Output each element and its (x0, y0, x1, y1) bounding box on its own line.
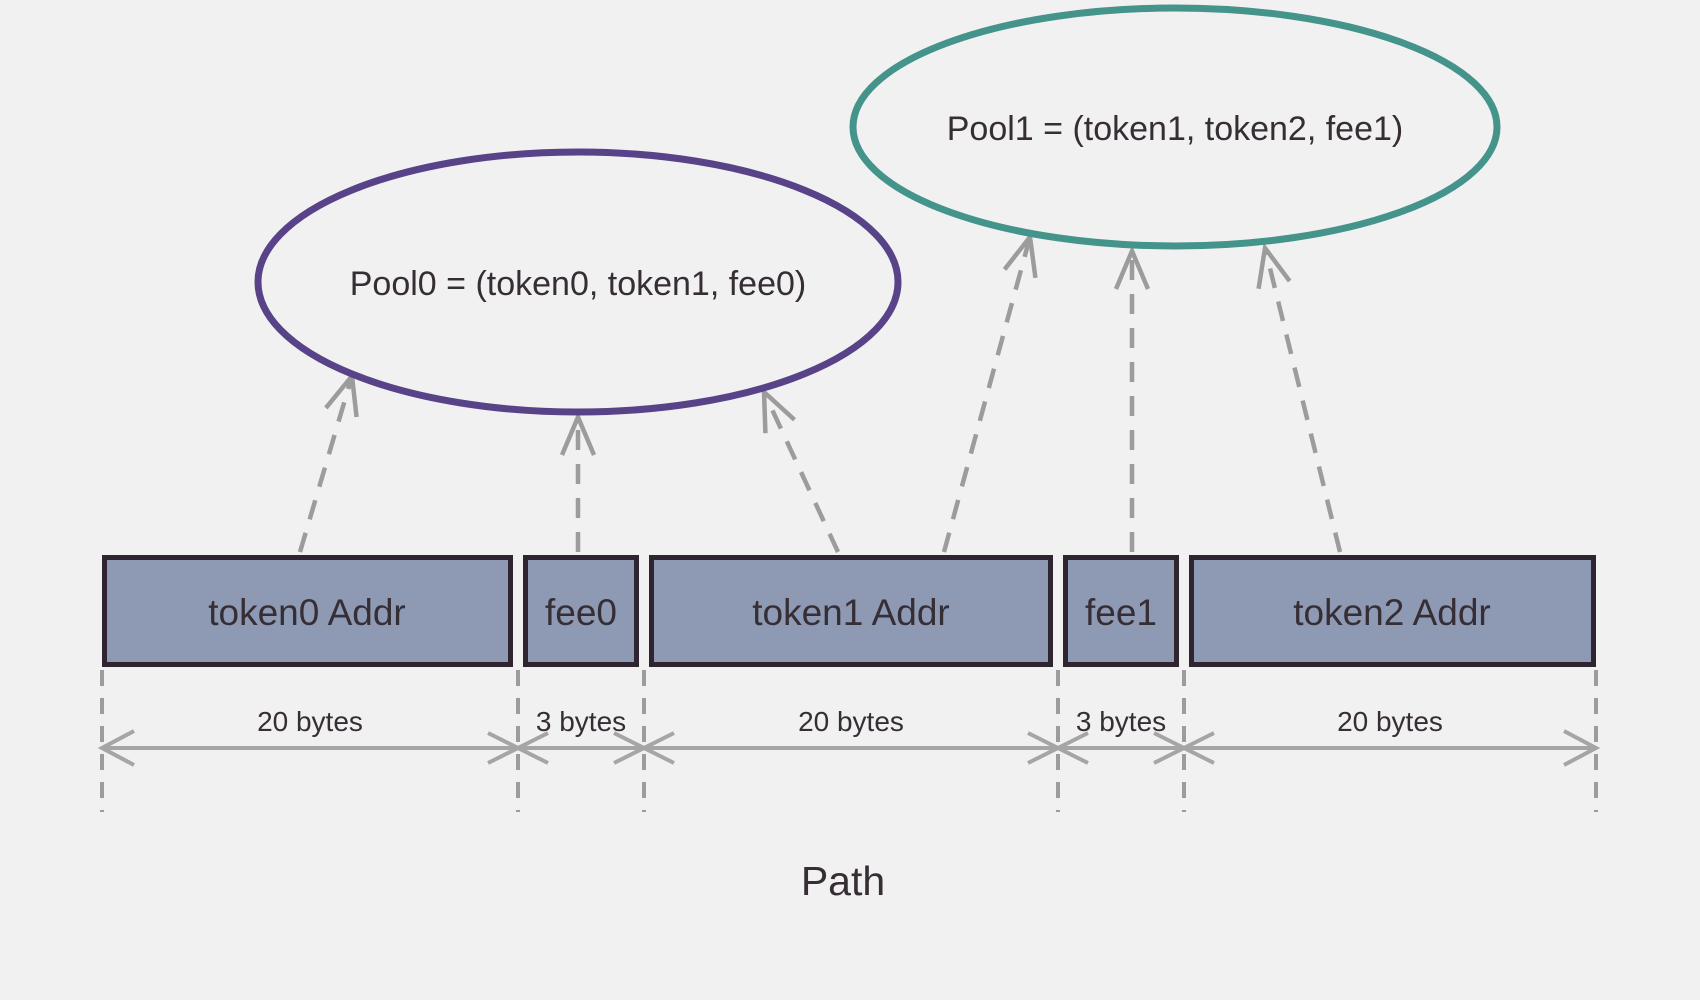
segment-token1-addr (649, 555, 1053, 667)
pool0-ellipse (254, 148, 902, 416)
dimension-arrowhead-cross-4 (1153, 731, 1215, 765)
pool0-arrows (297, 370, 841, 553)
byte-size-labels: 20 bytes 3 bytes 20 bytes 3 bytes 20 byt… (257, 706, 1443, 737)
byte-size-label-3: 3 bytes (1076, 706, 1166, 737)
segment-fee1 (1063, 555, 1179, 667)
dimension-arrowhead-cross-1 (487, 731, 549, 765)
segment-token0-addr (102, 555, 513, 667)
segment-label-fee1: fee1 (1085, 592, 1157, 633)
byte-size-label-2: 20 bytes (798, 706, 904, 737)
dimension-arrowhead-cross-3 (1027, 731, 1089, 765)
segment-label-fee0: fee0 (545, 592, 617, 633)
arrow-token1-to-pool1 (941, 231, 1038, 553)
arrow-token2-to-pool1 (1256, 242, 1343, 553)
pool0-label: Pool0 = (token0, token1, fee0) (350, 265, 806, 303)
dimension-arrowhead-right-end (1563, 729, 1601, 767)
byte-size-label-0: 20 bytes (257, 706, 363, 737)
path-label: Path (801, 858, 885, 904)
arrow-token0-to-pool0 (297, 370, 359, 553)
pool1-arrows (941, 231, 1343, 553)
dimension-arrowhead-left-end (97, 729, 135, 767)
segment-label-token2: token2 Addr (1293, 592, 1490, 633)
segment-token2-addr (1189, 555, 1596, 667)
segment-label-token1: token1 Addr (752, 592, 949, 633)
dimension-arrowhead-cross-2 (613, 731, 675, 765)
pool1-label: Pool1 = (token1, token2, fee1) (947, 110, 1403, 148)
byte-size-label-4: 20 bytes (1337, 706, 1443, 737)
dimension-arrows (97, 729, 1601, 767)
boundary-dashlines (100, 670, 1598, 812)
arrow-token1-to-pool0 (761, 386, 841, 553)
segment-label-token0: token0 Addr (208, 592, 405, 633)
path-byte-bar: token0 Addr fee0 token1 Addr fee1 token2… (102, 555, 1596, 667)
byte-size-label-1: 3 bytes (536, 706, 626, 737)
segment-fee0 (523, 555, 639, 667)
pool1-ellipse (849, 4, 1501, 250)
